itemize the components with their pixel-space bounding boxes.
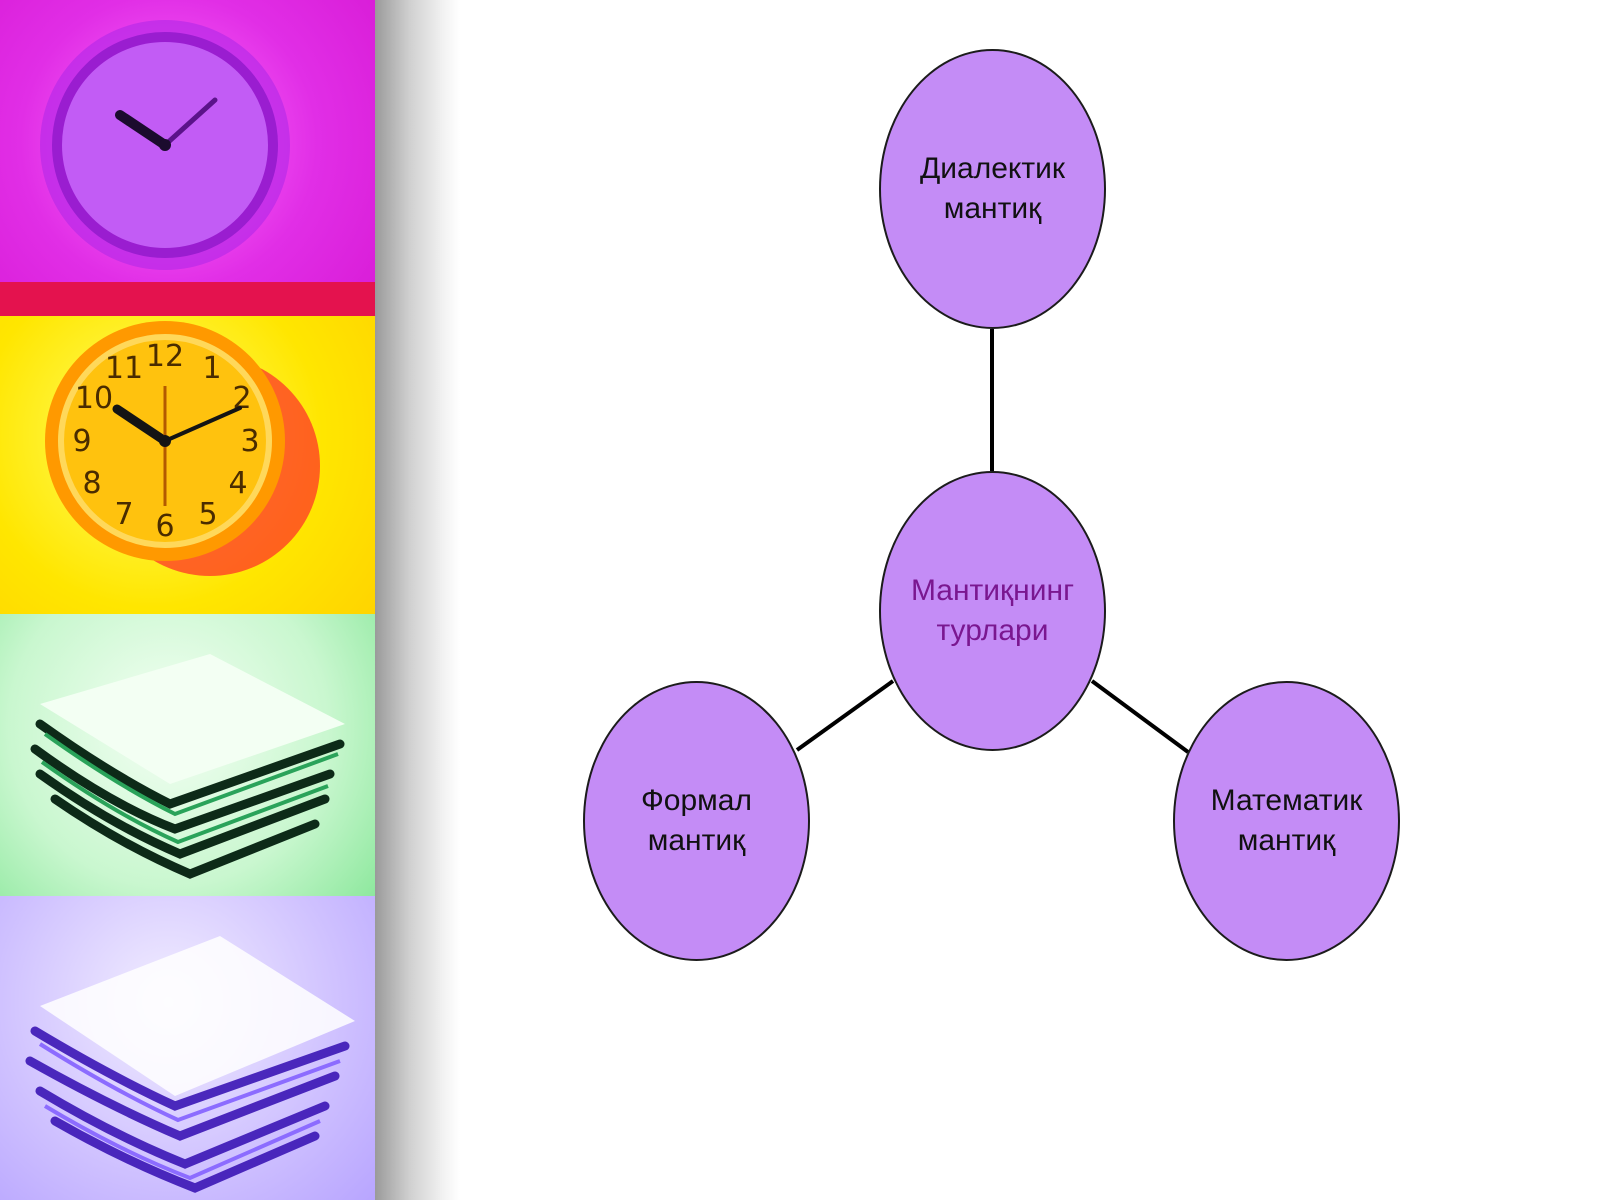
svg-text:1: 1 <box>202 351 221 386</box>
svg-text:3: 3 <box>240 424 259 459</box>
yellow-clock-panel: 12 1 2 3 4 5 6 7 8 9 10 11 <box>0 316 375 614</box>
papers-icon <box>30 654 345 879</box>
node-right: Математик мантиқ <box>1173 681 1400 961</box>
svg-text:5: 5 <box>198 497 217 532</box>
node-center: Мантиқнинг турлари <box>879 471 1106 751</box>
svg-text:9: 9 <box>72 424 91 459</box>
clock-icon <box>0 20 375 316</box>
svg-text:6: 6 <box>155 509 174 544</box>
clock-icon: 12 1 2 3 4 5 6 7 8 9 10 11 <box>45 321 320 576</box>
svg-text:12: 12 <box>146 339 184 374</box>
decorative-image-strip: 12 1 2 3 4 5 6 7 8 9 10 11 <box>0 0 375 1200</box>
connector-center-left <box>795 679 895 752</box>
purple-clock-panel <box>0 0 375 316</box>
papers-icon <box>25 936 355 1193</box>
green-papers-panel <box>0 614 375 896</box>
svg-text:11: 11 <box>105 351 143 386</box>
svg-text:4: 4 <box>228 466 247 501</box>
lavender-papers-panel <box>0 896 375 1200</box>
svg-text:7: 7 <box>114 497 133 532</box>
node-top: Диалектик мантиқ <box>879 49 1106 329</box>
node-left-label: Формал мантиқ <box>641 784 752 857</box>
node-top-label: Диалектик мантиқ <box>919 152 1066 225</box>
svg-text:10: 10 <box>75 381 113 416</box>
node-center-label: Мантиқнинг турлари <box>910 574 1075 647</box>
strip-shadow <box>375 0 460 1200</box>
node-right-label: Математик мантиқ <box>1210 784 1363 857</box>
svg-text:8: 8 <box>82 466 101 501</box>
node-left: Формал мантиқ <box>583 681 810 961</box>
connector-center-right <box>1090 679 1190 754</box>
